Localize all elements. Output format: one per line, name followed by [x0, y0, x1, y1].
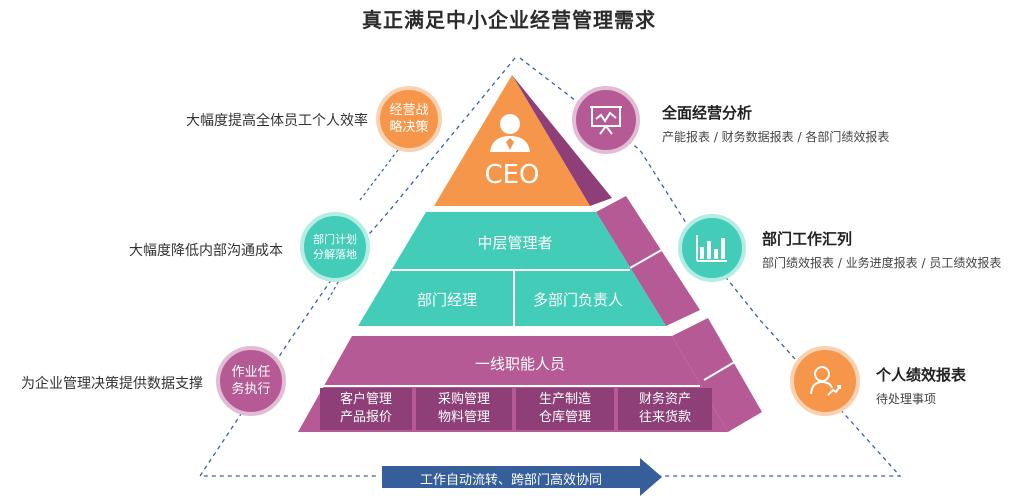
middle-cell-2: 多部门负责人: [532, 291, 623, 309]
right-sub-1: 产能报表 / 财务数据报表 / 各部门绩效报表: [662, 130, 890, 144]
presentation-chart-icon: [590, 106, 622, 135]
dashed-frame-left: [198, 57, 516, 477]
right-title-3: 个人绩效报表: [876, 366, 967, 384]
bottom-cell-1: 客户管理 产品报价: [339, 392, 392, 425]
bubble-personal-report: [790, 346, 860, 416]
bottom-cell-bg-4: [618, 388, 712, 430]
middle-header: 中层管理者: [477, 234, 553, 252]
middle-side-divider: [629, 247, 666, 269]
pyramid-bottom-side: [672, 318, 762, 432]
bar-chart-icon: [696, 235, 727, 262]
middle-cell-1: 部门经理: [416, 291, 477, 309]
workflow-arrow: [382, 458, 662, 496]
bubble-strategy-label: 经营战 略决策: [389, 103, 429, 135]
right-sub-3: 待处理事项: [876, 392, 937, 406]
right-sub-2: 部门绩效报表 / 业务进度报表 / 员工绩效报表: [762, 256, 1002, 270]
bottom-cell-bg-3: [516, 388, 614, 430]
bubble-task-execution-label: 作业任 务执行: [231, 365, 271, 397]
bubble-department-plan: 部门计划 分解落地: [300, 212, 370, 282]
right-title-1: 全面经营分析: [662, 104, 753, 122]
page-title: 真正满足中小企业经营管理需求: [362, 8, 656, 32]
bottom-cell-3: 生产制造 仓库管理: [538, 392, 591, 425]
bottom-cell-bg-1: [320, 388, 412, 430]
ceo-label: CEO: [484, 160, 540, 190]
bubble-strategy: 经营战 略决策: [376, 86, 442, 152]
bottom-side-divider: [703, 359, 739, 381]
bottom-cell-bg-2: [416, 388, 512, 430]
workflow-arrow-label: 工作自动流转、跨部门高效协同: [419, 473, 602, 488]
bottom-cell-2: 采购管理 物料管理: [437, 392, 490, 425]
dashed-connector-1: [359, 149, 399, 201]
bottom-cell-4: 财务资产 往来货款: [638, 392, 691, 425]
right-title-2: 部门工作汇列: [762, 230, 853, 248]
pyramid-middle-side: [596, 196, 700, 326]
bubble-department-plan-label: 部门计划 分解落地: [313, 233, 357, 261]
bubble-analysis: [572, 86, 640, 154]
dashed-frame-right: [519, 57, 902, 477]
bubble-task-execution: 作业任 务执行: [216, 346, 286, 416]
left-text-3: 为企业管理决策提供数据支撑: [21, 376, 203, 392]
user-growth-icon: [810, 366, 841, 396]
bubble-department-report: [678, 214, 746, 282]
bottom-header: 一线职能人员: [474, 355, 565, 373]
ceo-person-icon: [490, 114, 530, 152]
left-text-2: 大幅度降低内部沟通成本: [129, 243, 283, 259]
left-text-1: 大幅度提高全体员工个人效率: [186, 113, 368, 129]
pyramid-top-side: [512, 75, 612, 206]
